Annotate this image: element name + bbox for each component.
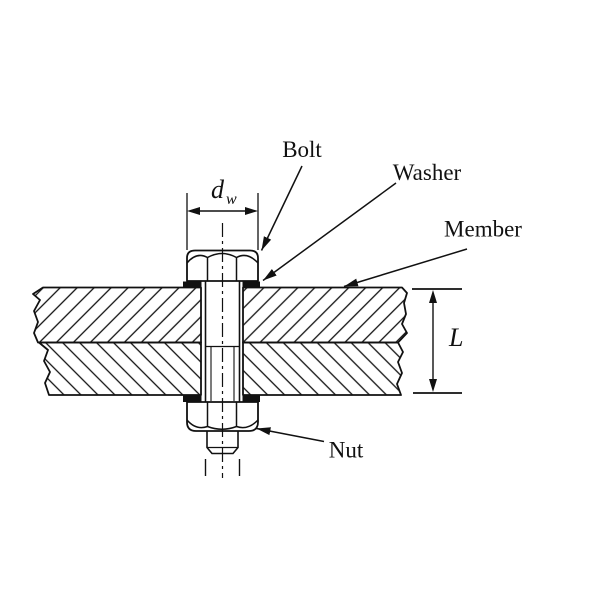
bolt-head-outline [186,249,259,282]
top-washer-left-section [183,281,202,288]
nut-label: Nut [329,438,364,463]
washer-leader [262,182,397,282]
bolt-threaded-end [204,431,241,476]
top-washer-right-section [242,281,260,288]
grip-length-label: L [448,323,463,352]
dw-subscript: w [226,191,237,208]
washer-label: Washer [393,160,462,185]
washer-diameter-dimension [186,193,259,250]
bolt-label: Bolt [282,137,322,162]
bolt-leader [260,165,303,251]
nut-leader [256,427,325,443]
member-label: Member [444,217,522,242]
washers [183,281,260,402]
lower-member-left-section [38,341,202,396]
leader-lines [256,165,468,443]
bottom-washer-right-section [242,395,260,402]
upper-member-right-section [242,286,408,344]
member-leader [343,248,468,288]
l-arrowhead-top [429,290,437,303]
lower-member-right-section [242,341,404,396]
l-arrowhead-bottom [429,379,437,392]
upper-member-left-section [32,286,202,344]
dw-symbol: d [211,175,225,204]
bolt-head [186,249,259,282]
dw-arrowhead-left [187,207,200,215]
members [32,286,408,396]
dw-arrowhead-right [245,207,258,215]
bolt-shank [204,281,241,402]
bottom-washer-left-section [183,395,202,402]
grip-length-dimension [412,288,462,394]
